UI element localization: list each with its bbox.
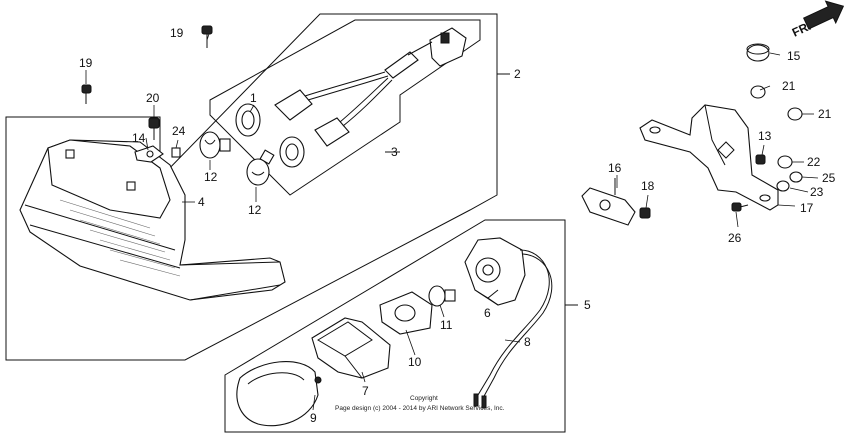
bulb-11 bbox=[428, 285, 456, 307]
callout-20: 20 bbox=[146, 91, 160, 105]
nut-13 bbox=[755, 154, 766, 165]
callout-13: 13 bbox=[758, 129, 772, 143]
callout-8: 8 bbox=[524, 335, 531, 349]
bracket-14 bbox=[134, 145, 164, 163]
plate-16 bbox=[581, 178, 636, 226]
wire-8 bbox=[473, 249, 553, 409]
license-light-cover-7 bbox=[311, 317, 391, 379]
cap-22 bbox=[777, 155, 793, 169]
callout-18: 18 bbox=[641, 179, 655, 193]
cap-21-lower bbox=[787, 107, 803, 121]
screw-20 bbox=[148, 117, 160, 140]
callout-2: 2 bbox=[514, 67, 521, 81]
leader-lines bbox=[85, 33, 819, 411]
grommet-15 bbox=[746, 43, 770, 62]
callout-21-upper: 21 bbox=[782, 79, 796, 93]
group-outline-tail-light bbox=[5, 13, 498, 361]
callout-25: 25 bbox=[822, 171, 836, 185]
callout-1: 1 bbox=[250, 91, 257, 105]
nut-24 bbox=[171, 147, 181, 158]
license-bracket-17 bbox=[639, 104, 779, 211]
callout-9: 9 bbox=[310, 411, 317, 425]
callout-10: 10 bbox=[408, 355, 422, 369]
callout-6: 6 bbox=[484, 306, 491, 320]
wire-harness bbox=[274, 27, 467, 147]
callout-4: 4 bbox=[198, 195, 205, 209]
callout-21-lower: 21 bbox=[818, 107, 832, 121]
callout-12-upper: 12 bbox=[204, 170, 218, 184]
bolt-19-left bbox=[81, 84, 92, 104]
bolt-19-top bbox=[201, 25, 213, 48]
bulb-socket-1-upper bbox=[235, 103, 261, 137]
front-direction-arrow-icon bbox=[803, 0, 845, 30]
washer-23 bbox=[776, 180, 790, 192]
cap-25 bbox=[789, 171, 803, 183]
callout-23: 23 bbox=[810, 185, 824, 199]
callout-17: 17 bbox=[800, 201, 814, 215]
callout-12-lower: 12 bbox=[248, 203, 262, 217]
bulb-12-upper bbox=[199, 131, 231, 159]
group-outline-harness bbox=[209, 19, 481, 196]
callout-14: 14 bbox=[132, 131, 146, 145]
callout-22: 22 bbox=[807, 155, 821, 169]
gasket-10 bbox=[379, 291, 433, 335]
callout-3: 3 bbox=[391, 145, 398, 159]
callout-16: 16 bbox=[608, 161, 622, 175]
bulb-socket-1-lower bbox=[279, 136, 305, 168]
nut-18 bbox=[639, 207, 651, 219]
callout-19-left: 19 bbox=[79, 56, 93, 70]
callout-11: 11 bbox=[440, 318, 453, 332]
socket-housing-6 bbox=[464, 237, 526, 306]
callout-26: 26 bbox=[728, 231, 742, 245]
screw-26 bbox=[731, 202, 749, 212]
license-light-lens-9 bbox=[236, 361, 322, 427]
callout-7: 7 bbox=[362, 384, 369, 398]
tail-light-lens bbox=[19, 139, 286, 301]
copyright-line-1: Copyright bbox=[410, 395, 438, 402]
bulb-12-lower bbox=[246, 149, 275, 186]
copyright-line-2: Page design (c) 2004 - 2014 by ARI Netwo… bbox=[335, 405, 505, 412]
group-outline-license-light bbox=[224, 219, 566, 433]
callout-24: 24 bbox=[172, 124, 186, 138]
callout-5: 5 bbox=[584, 298, 591, 312]
callout-15: 15 bbox=[787, 49, 801, 63]
cap-21-upper bbox=[750, 85, 766, 99]
callout-19-top: 19 bbox=[170, 26, 184, 40]
